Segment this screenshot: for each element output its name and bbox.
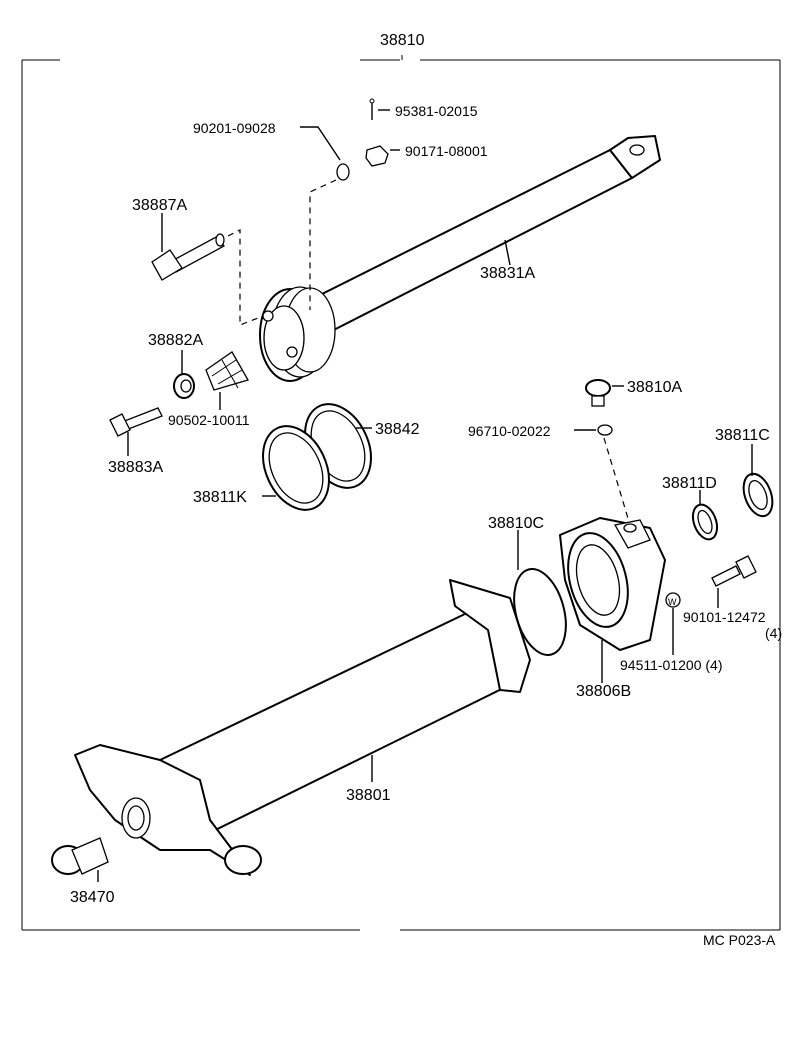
label-96710-02022: 96710-02022 [468, 423, 551, 439]
bushing-ring-icon [691, 503, 719, 541]
assembly-frame [21, 59, 781, 931]
figure-code: MC P023-A [703, 932, 776, 948]
front-housing-icon [559, 517, 666, 651]
washer-mark: W [668, 597, 677, 607]
label-90502-10011: 90502-10011 [168, 412, 250, 428]
leader-90201 [300, 126, 341, 161]
cotter-pin-icon [369, 98, 375, 120]
lock-washer-icon [665, 592, 681, 608]
dash-guide-bolt [227, 229, 259, 326]
oil-seal-icon [742, 472, 774, 518]
label-90101-12472: 90101-12472 [683, 609, 766, 625]
label-38811K: 38811K [193, 489, 247, 506]
shoulder-bolt-icon [151, 233, 225, 281]
label-38883A: 38883A [108, 459, 163, 476]
nut-icon [365, 145, 389, 167]
leader-38831A [504, 239, 511, 266]
hose-fitting-icon [51, 837, 109, 875]
boot-icon [205, 351, 249, 391]
label-90101-qty: (4) [765, 625, 782, 641]
label-38811C: 38811C [715, 427, 770, 444]
label-38470: 38470 [70, 889, 115, 906]
label-38842: 38842 [375, 421, 420, 438]
label-38806B: 38806B [576, 683, 631, 700]
label-38811D: 38811D [662, 475, 717, 492]
label-38810A: 38810A [627, 379, 682, 396]
label-38882A: 38882A [148, 332, 203, 349]
assembly-number: 38810 [380, 32, 425, 49]
cylinder-body-icon [74, 579, 531, 876]
flange-bolt-icon [711, 555, 757, 587]
label-38810C: 38810C [488, 515, 544, 532]
label-90171-08001: 90171-08001 [405, 143, 488, 159]
o-ring-icon [262, 425, 330, 511]
plug-icon [585, 379, 611, 407]
washer-icon [336, 163, 350, 181]
assembly-bracket-top [360, 55, 432, 61]
piston-rod-icon [259, 135, 661, 382]
bushing-icon [173, 373, 195, 399]
label-38801: 38801 [346, 787, 391, 804]
label-38831A: 38831A [480, 265, 535, 282]
hex-bolt-icon [109, 407, 163, 437]
label-38887A: 38887A [132, 197, 187, 214]
small-oring-icon [597, 424, 613, 436]
label-94511-01200: 94511-01200 (4) [620, 657, 722, 673]
label-90201-09028: 90201-09028 [193, 120, 276, 136]
dash-guide-plug [603, 437, 631, 526]
label-95381-02015: 95381-02015 [395, 103, 478, 119]
